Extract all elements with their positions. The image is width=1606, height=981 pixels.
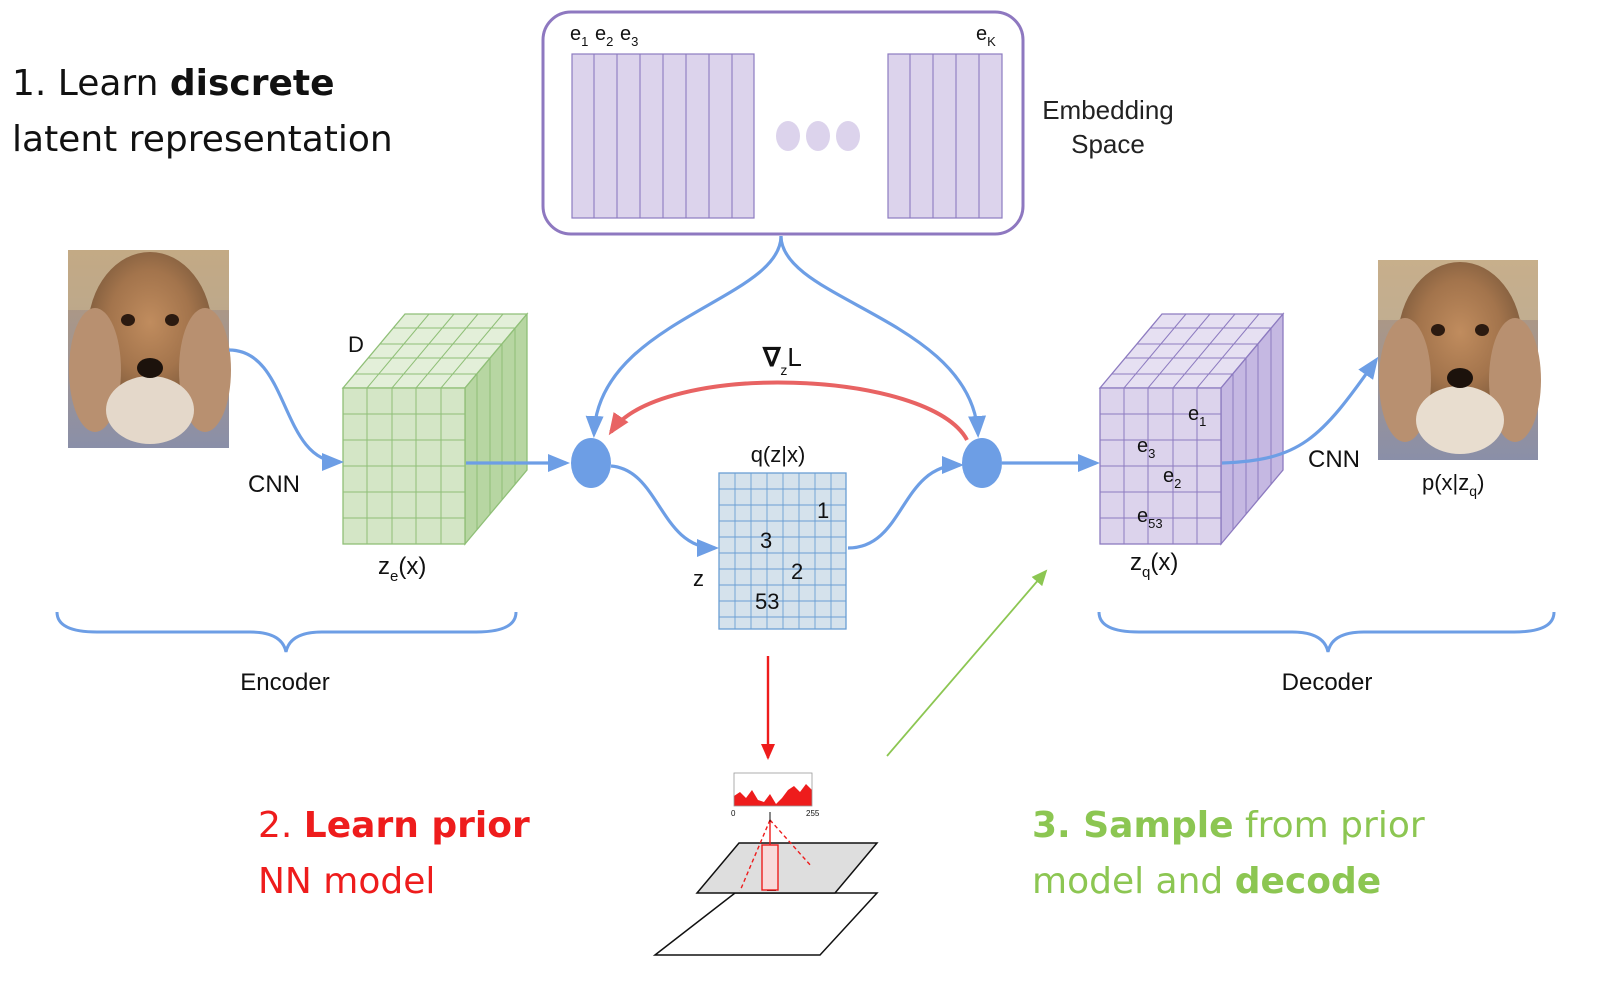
gradient-label: ∇zL [762,342,802,378]
arrow-node-to-grid [610,464,719,557]
qzx-cell-53: 53 [755,589,779,614]
flow-arrows [228,235,1379,557]
encoder-cube [341,312,529,546]
arrow-embed-to-node-right [779,235,987,438]
step3-line1: 3. Sample from prior [1032,805,1425,846]
dog-image-output [1378,260,1541,460]
arrow-embed-to-node-left [585,235,783,438]
encoder-brace [55,611,518,653]
decoder-cube [1098,312,1285,546]
decoder-e1-label: e1 [1188,403,1206,429]
decoder-label: Decoder [1282,669,1373,696]
decoder-e2-label: e2 [1163,465,1181,491]
embedding-block-right [887,53,1003,219]
e1-label: e1 [570,23,588,49]
embedding-block-right-columns [909,54,980,218]
decoder-cnn-label: CNN [1308,446,1360,473]
ellipsis-dots [776,121,860,151]
ze-label: ze(x) [378,553,426,585]
decoder-e53-label: e53 [1137,505,1163,531]
encoder-label: Encoder [240,669,329,696]
step3-caption: 3. Sample from prior model and decode [1032,798,1425,910]
e3-label: e3 [620,23,638,49]
pixelcnn-illustration: 0 255 [652,772,879,956]
step3-line2: model and decode [1032,860,1382,902]
node-left [571,438,611,488]
hist-max-label: 255 [806,809,820,818]
arrow-sample-to-decoder [886,569,1048,757]
step1-caption: 1. Learn discrete latent representation [12,56,393,168]
pxz-label: p(x|zq) [1422,470,1484,499]
step2-line2: NN model [258,860,436,902]
embedding-space-box: e1 e2 e3 eK [541,10,1025,236]
step2-line1: 2. Learn prior [258,805,530,846]
qzx-cell-2: 2 [791,559,803,584]
z-label: z [693,566,704,591]
embedding-label-line1: Embedding [1042,95,1174,125]
embedding-label-line2: Space [1071,129,1145,159]
node-right [962,438,1002,488]
qzx-title: q(z|x) [751,442,806,467]
step1-line2: latent representation [12,118,393,160]
encoder-cnn-label: CNN [248,471,300,498]
zq-label: zq(x) [1130,549,1178,581]
dog-image-input [68,250,231,448]
depth-label: D [348,332,364,357]
embedding-block-left-columns [593,54,733,218]
arrow-grid-to-node [847,456,964,550]
step1-line1: 1. Learn discrete [12,63,335,104]
hist-min-label: 0 [731,809,736,818]
qzx-cell-1: 1 [817,498,829,523]
decoder-e3-label: e3 [1137,435,1155,461]
qzx-grid [718,472,847,630]
decoder-brace [1097,611,1556,653]
step2-caption: 2. Learn prior NN model [258,798,530,910]
eK-label: eK [976,23,996,49]
qzx-cell-3: 3 [760,528,772,553]
arrow-input-to-encoder [228,348,344,471]
arrow-decoder-to-output [1221,356,1379,465]
e2-label: e2 [595,23,613,49]
gradient-arrow [608,380,969,441]
